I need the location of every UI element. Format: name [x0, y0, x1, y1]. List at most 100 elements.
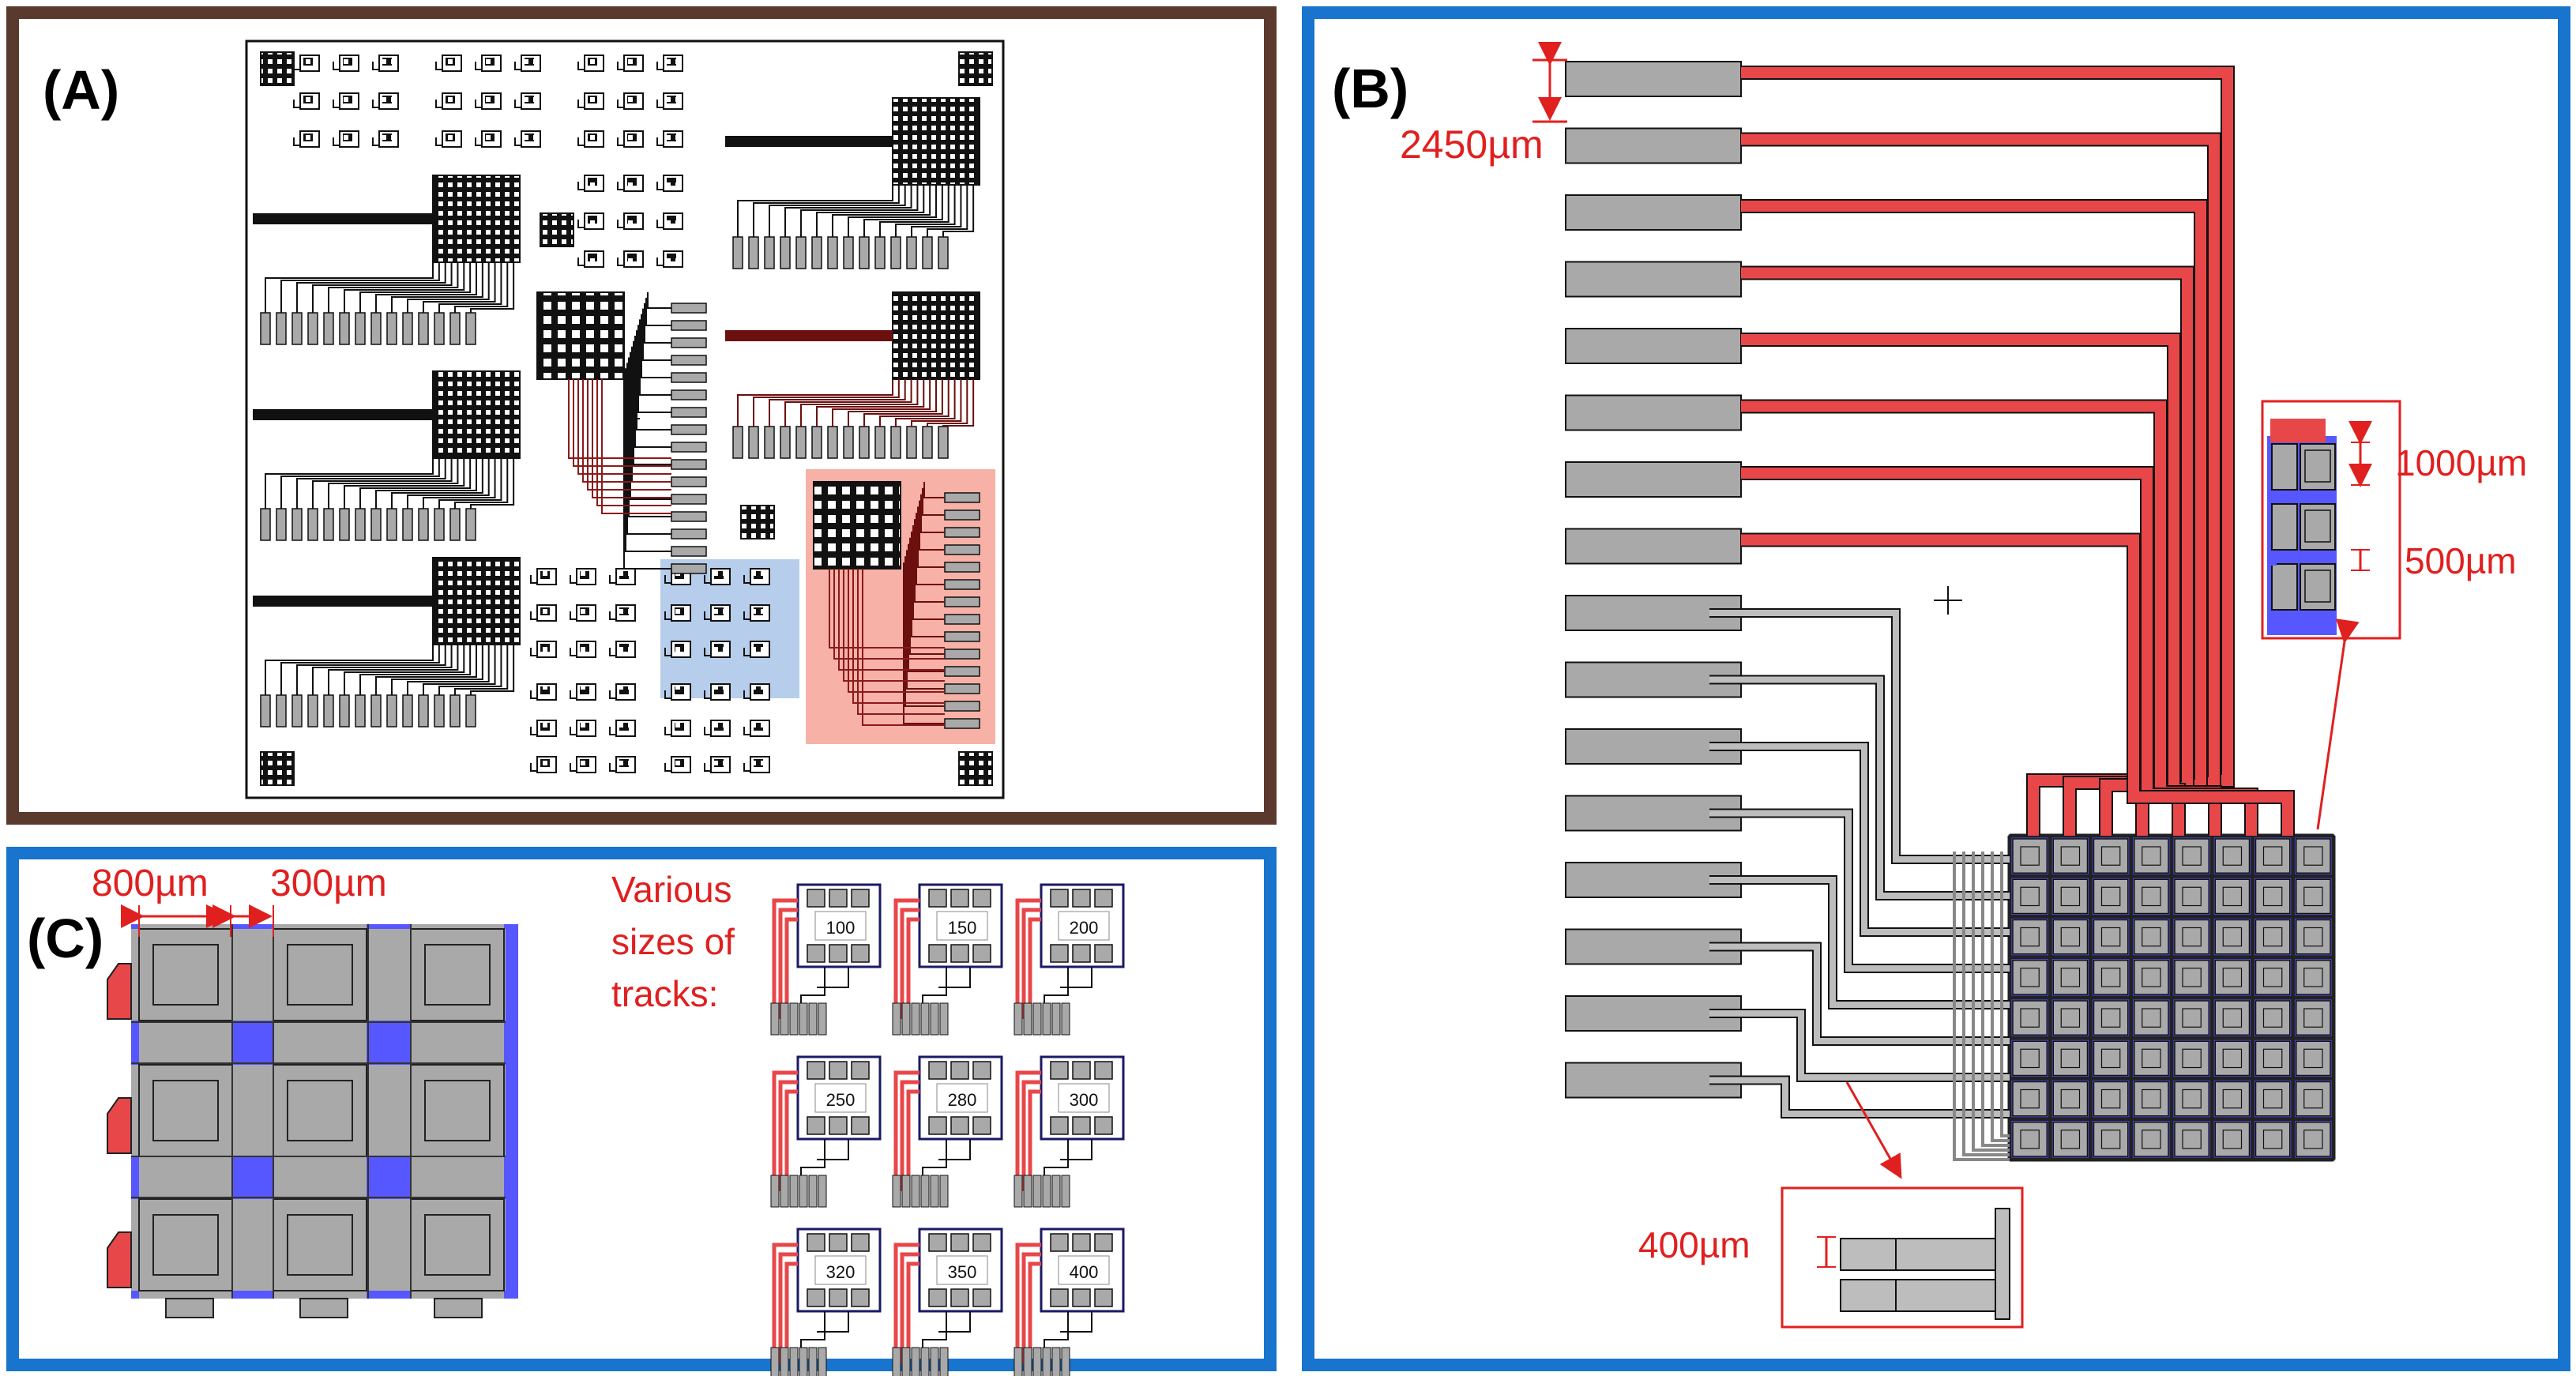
inset-red-track [2270, 419, 2326, 442]
device-tile [530, 756, 557, 773]
electrode-pad [2093, 1040, 2129, 1077]
device-tile [609, 641, 636, 658]
device-tile [609, 720, 636, 737]
device-tile [656, 92, 683, 110]
device-tile [530, 641, 557, 658]
electrode-pad [2052, 1040, 2089, 1077]
pad-dimensions: 800µm 300µm [92, 863, 387, 937]
device-tile [333, 92, 359, 110]
track-gap-label: 400µm [1638, 1224, 1751, 1265]
inset-track-lower [1840, 1279, 2007, 1312]
device-tile [372, 130, 399, 148]
caption-line-1: Various [611, 869, 732, 910]
chip-red-track [838, 569, 945, 671]
electrode-pad [2093, 1081, 2129, 1117]
device-tile [435, 130, 462, 148]
track-size-label: 400 [1070, 1262, 1099, 1282]
device-tile [609, 756, 636, 773]
pad-width-label: 800µm [92, 863, 209, 904]
electrode-pad [2174, 1122, 2209, 1157]
alignment-mark-br [958, 751, 993, 786]
electrode-pad [2052, 919, 2089, 955]
chip-red-track [577, 379, 671, 475]
inset-vertical-track [1995, 1208, 2010, 1320]
grey-track-inner [1953, 852, 2010, 1161]
track-size-label: 320 [826, 1262, 856, 1282]
electrode-pad [2254, 1040, 2291, 1077]
via-square [368, 1158, 409, 1197]
electrode-pad [2012, 1081, 2048, 1117]
device-tile [743, 720, 770, 737]
electrode-pad [2214, 1122, 2251, 1157]
electrode-pad [2254, 960, 2291, 995]
electrode-pad [2254, 838, 2291, 874]
electrode-pad [2093, 960, 2129, 995]
device-tile [435, 92, 462, 110]
contact-pad [1565, 127, 1742, 164]
electrode-pad [2134, 838, 2169, 874]
electrode-pad [2296, 838, 2331, 874]
contact-pad [1565, 528, 1742, 565]
contact-pad [1565, 328, 1742, 364]
device-tile [743, 683, 770, 701]
track-variant: 150 [892, 883, 1003, 1036]
device-tile [530, 568, 557, 585]
electrode-pad [2214, 838, 2251, 874]
device-tile [577, 175, 604, 192]
device-tile [435, 55, 462, 72]
device-tile [577, 55, 604, 72]
device-tile [577, 250, 604, 268]
device-tile [664, 683, 691, 701]
device-tile [656, 250, 683, 268]
track-variant: 280 [892, 1055, 1003, 1208]
device-tile [475, 130, 502, 148]
grey-track-inner [1991, 852, 2010, 1142]
red-track [1741, 133, 2220, 836]
electrode-pad [2214, 878, 2251, 915]
track-variant: 400 [1013, 1227, 1125, 1376]
panel-c-label: (C) [27, 908, 103, 969]
electrode-pad [2012, 919, 2048, 955]
electrode-array [725, 97, 980, 269]
device-tile [704, 720, 731, 737]
caption-line-2: sizes of [611, 921, 735, 962]
red-track [1741, 534, 2293, 836]
via-square [232, 1024, 273, 1063]
track-zoom-inset: 400µm [1638, 1081, 2024, 1329]
grey-track [1709, 877, 2010, 1008]
track-size-label: 200 [1070, 918, 1099, 938]
electrode-pad [2296, 1000, 2331, 1036]
chip-red-track [601, 379, 671, 514]
side-pad-array [813, 481, 980, 729]
device-tile [514, 92, 541, 110]
device-tile [656, 55, 683, 72]
inset-pad [2271, 503, 2298, 551]
panel-a: (A) [6, 6, 1277, 825]
chip-center-cross [624, 411, 640, 427]
track-variant: 100 [770, 883, 882, 1036]
grey-track [1709, 943, 2010, 1044]
electrode-pad [2174, 878, 2209, 915]
device-tile [293, 130, 320, 148]
pad-size-label: 1000µm [2395, 442, 2527, 483]
via-square [368, 1024, 409, 1063]
device-tile [743, 756, 770, 773]
electrode-pad [2254, 878, 2291, 915]
electrode-pad [2012, 1122, 2048, 1157]
center-cross [1934, 586, 1962, 615]
chip-red-track [573, 379, 671, 467]
panel-b-frame [1302, 6, 2570, 1371]
electrode-pad [2296, 1040, 2331, 1077]
device-tile [704, 568, 731, 585]
device-tile [577, 212, 604, 230]
electrode-pad [2214, 919, 2251, 955]
device-tile [333, 55, 359, 72]
track-variant: 350 [892, 1227, 1003, 1376]
device-tile [664, 641, 691, 658]
electrode-pad [2254, 919, 2291, 955]
electrode-pad [2296, 1122, 2331, 1157]
chip-red-track [592, 379, 671, 498]
device-tile [617, 175, 644, 192]
